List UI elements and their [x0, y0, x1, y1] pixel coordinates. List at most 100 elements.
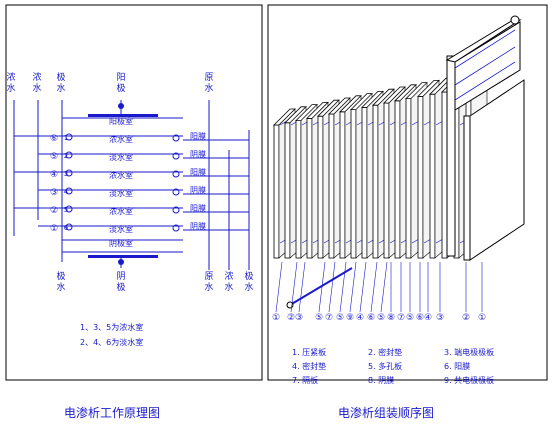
- sequence-marker-5: ⑦: [325, 313, 333, 323]
- stack-plate: [361, 107, 368, 259]
- inlet-valve: [65, 223, 73, 231]
- cathode-plate: [88, 255, 158, 258]
- inlet-valve: [65, 205, 73, 213]
- legend-item-9: 9. 共电极极板: [444, 375, 494, 385]
- top-label-conc1: 浓: [6, 72, 15, 83]
- pressing-plate-edge: [463, 115, 471, 261]
- chamber-3: 浓水室: [109, 170, 133, 180]
- chamber-2: 淡水室: [109, 152, 133, 162]
- sequence-marker-17: ②: [462, 313, 470, 323]
- tension-rod: [454, 61, 516, 101]
- sequence-marker-14: ⑥: [416, 313, 424, 323]
- leader-line: [328, 261, 336, 313]
- tension-rod: [454, 46, 516, 86]
- bottom-label-elec3: 水: [244, 281, 253, 293]
- circle-label-6: ①: [50, 224, 58, 234]
- chamber-6: 淡水室: [109, 224, 133, 234]
- top-label-conc2: 浓: [32, 72, 41, 83]
- membrane-valve: [172, 134, 180, 142]
- leader-line: [359, 261, 367, 313]
- sequence-marker-15: ④: [424, 313, 432, 323]
- chamber-7: 阴极室: [109, 238, 133, 248]
- top-label-anode: 阳: [116, 72, 125, 83]
- bottom-label-elec2: 极: [56, 270, 65, 282]
- sequence-marker-8: ④: [356, 313, 364, 323]
- inlet-valve: [65, 169, 73, 177]
- membrane-valve: [172, 224, 180, 232]
- top-label-conc2: 水: [32, 82, 41, 94]
- chamber-5: 浓水室: [109, 206, 133, 216]
- sequence-marker-11: ⑧: [387, 313, 395, 323]
- leader-line: [349, 261, 357, 313]
- sequence-marker-10: ⑤: [377, 313, 385, 323]
- sequence-marker-2: ②: [287, 313, 295, 323]
- membrane-label-4: 阴膜: [190, 185, 206, 195]
- sequence-marker-4: ⑤: [315, 313, 323, 323]
- tension-post: [446, 55, 456, 257]
- rod-end-top: [510, 15, 520, 25]
- sequence-marker-16: ③: [436, 313, 444, 323]
- legend-item-3: 3. 端电极极板: [444, 347, 494, 357]
- sequence-marker-7: ⑨: [346, 313, 354, 323]
- circle-label-5: ②: [50, 206, 58, 216]
- membrane-label-2: 阴膜: [190, 149, 206, 159]
- sequence-marker-3: ③: [295, 313, 303, 323]
- stack-plate: [284, 122, 291, 259]
- tension-frame: [454, 21, 521, 111]
- sequence-marker-9: ⑥: [367, 313, 375, 323]
- top-label-elec1: 水: [56, 82, 65, 94]
- leader-line: [339, 261, 347, 313]
- leader-line: [298, 261, 306, 313]
- inlet-valve: [65, 151, 73, 159]
- top-label-raw1: 水: [204, 82, 213, 94]
- inlet-valve: [65, 187, 73, 195]
- circle-label-4: ③: [50, 188, 58, 198]
- bottom-label-elec3: 极: [244, 270, 253, 282]
- sequence-marker-6: ⑤: [336, 313, 344, 323]
- bottom-label-raw2: 原: [204, 271, 213, 282]
- stack-plate: [350, 109, 357, 259]
- legend-item-8: 8. 阴膜: [368, 375, 394, 385]
- top-label-anode: 极: [116, 82, 125, 94]
- stack-plate: [441, 91, 448, 259]
- legend-item-6: 6. 阳膜: [444, 361, 470, 371]
- note-2: 2、4、6为淡水室: [80, 337, 143, 347]
- circle-label-2: ⑤: [50, 152, 58, 162]
- chamber-4: 淡水室: [109, 188, 133, 198]
- stack-plate: [383, 102, 390, 259]
- top-label-conc1: 水: [6, 82, 15, 94]
- stack-plate: [295, 120, 302, 259]
- sequence-marker-12: ⑦: [397, 313, 405, 323]
- note-1: 1、3、5为浓水室: [80, 322, 143, 332]
- right-frame: [267, 4, 548, 381]
- leader-line: [370, 261, 378, 313]
- stack-plate: [417, 96, 424, 259]
- membrane-valve: [172, 152, 180, 160]
- bottom-label-conc3: 浓: [224, 271, 233, 282]
- membrane-label-5: 阳膜: [190, 203, 206, 213]
- chamber-1: 浓水室: [109, 134, 133, 144]
- bottom-label-conc3: 水: [224, 281, 233, 293]
- membrane-valve: [172, 206, 180, 214]
- left-frame: [5, 4, 263, 381]
- legend-item-7: 7. 隔板: [292, 375, 318, 385]
- stack-plate: [273, 124, 280, 259]
- circle-label-3: ④: [50, 170, 58, 180]
- legend-item-1: 1. 压紧板: [292, 347, 326, 357]
- stack-plate: [339, 111, 346, 259]
- stack-plate: [405, 98, 412, 259]
- stack-plate: [328, 113, 335, 259]
- leader-line: [318, 261, 326, 313]
- membrane-valve: [172, 188, 180, 196]
- bottom-rod: [289, 267, 353, 306]
- tension-rod: [454, 29, 516, 69]
- bottom-label-cathode: 极: [116, 281, 125, 293]
- stack-plate: [306, 118, 313, 259]
- membrane-valve: [172, 170, 180, 178]
- bottom-label-raw2: 水: [204, 281, 213, 293]
- bottom-label-cathode: 阴: [116, 271, 125, 282]
- leader-line: [290, 261, 298, 313]
